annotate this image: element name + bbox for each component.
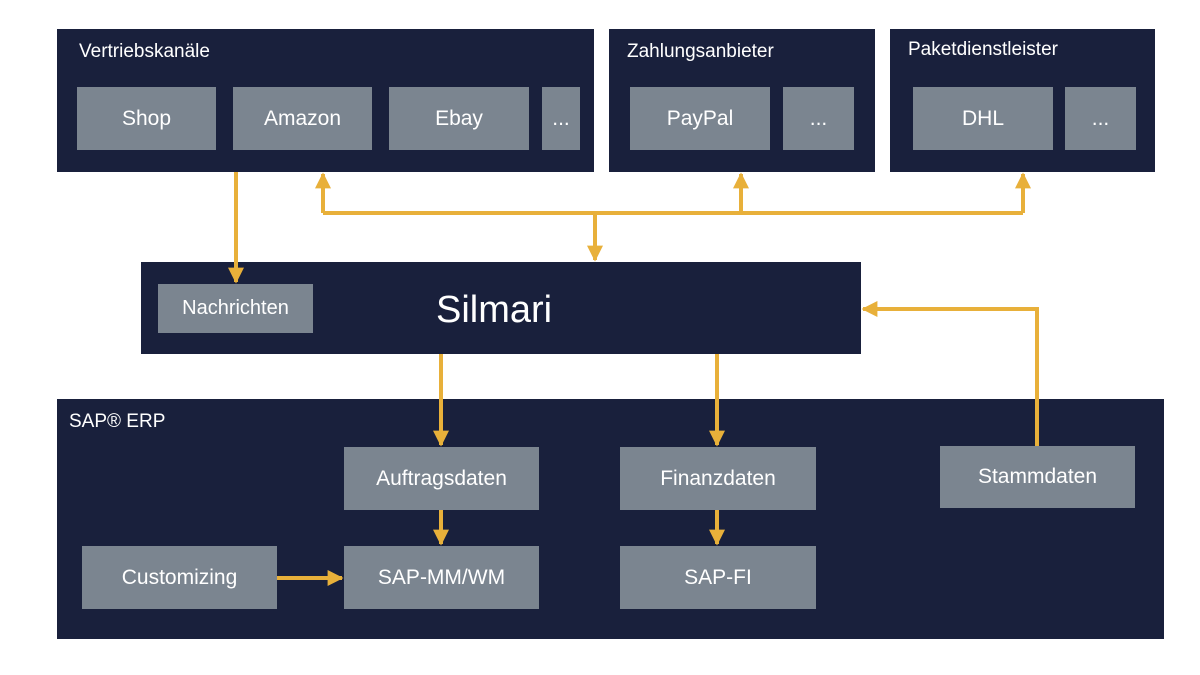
master-data-box: Stammdaten bbox=[940, 446, 1135, 508]
arrow-master-data-to-silmari bbox=[861, 301, 1039, 446]
messages-box: Nachrichten bbox=[158, 284, 313, 333]
amazon-box: Amazon bbox=[233, 87, 372, 150]
customizing-box: Customizing bbox=[82, 546, 277, 609]
sap-mm-wm-box: SAP-MM/WM bbox=[344, 546, 539, 609]
more-parcel-services-box: ... bbox=[1065, 87, 1136, 150]
silmari-title: Silmari bbox=[436, 289, 553, 331]
shop-box: Shop bbox=[77, 87, 216, 150]
dhl-box: DHL bbox=[913, 87, 1053, 150]
payment-providers-title: Zahlungsanbieter bbox=[627, 41, 774, 62]
sap-erp-title: SAP® ERP bbox=[69, 411, 166, 432]
parcel-services-title: Paketdienstleister bbox=[908, 39, 1058, 60]
paypal-box: PayPal bbox=[630, 87, 770, 150]
more-sales-channels-box: ... bbox=[542, 87, 580, 150]
ebay-box: Ebay bbox=[389, 87, 529, 150]
more-payment-providers-box: ... bbox=[783, 87, 854, 150]
sap-fi-box: SAP-FI bbox=[620, 546, 816, 609]
sales-channels-title: Vertriebskanäle bbox=[79, 41, 210, 62]
finance-data-box: Finanzdaten bbox=[620, 447, 816, 510]
order-data-box: Auftragsdaten bbox=[344, 447, 539, 510]
